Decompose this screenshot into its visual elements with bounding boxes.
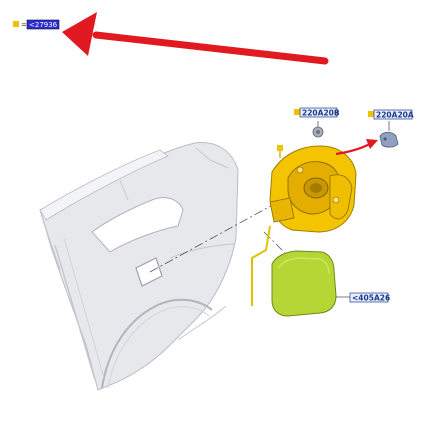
housing-marker (277, 145, 283, 151)
legend-equals: = (21, 21, 27, 29)
housing-leader-bottom (251, 225, 271, 306)
callout-405a26-label: <405A26 (352, 294, 390, 303)
highlight-arrow (62, 12, 329, 65)
callout-405a26: <405A26 (336, 292, 390, 303)
callout-220a20b: 220A20B (294, 107, 340, 118)
fuel-door-flap (271, 250, 337, 317)
part-220a20b (312, 121, 324, 138)
part-link-arrow (335, 139, 378, 156)
legend-marker (13, 21, 19, 27)
part-220a20a (379, 121, 399, 148)
legend-code-box (26, 19, 60, 30)
callout-220a20b-label: 220A20B (302, 109, 340, 118)
callout-220a20a: 220A20A (368, 109, 414, 120)
callout-220a20a-label: 220A20A (376, 111, 414, 120)
legend-code: <27936 (29, 21, 58, 29)
fuel-filler-housing (269, 145, 357, 233)
fuel-door-opening (135, 257, 163, 287)
legend: = <27936 (13, 19, 60, 30)
quarter-panel (39, 141, 239, 391)
